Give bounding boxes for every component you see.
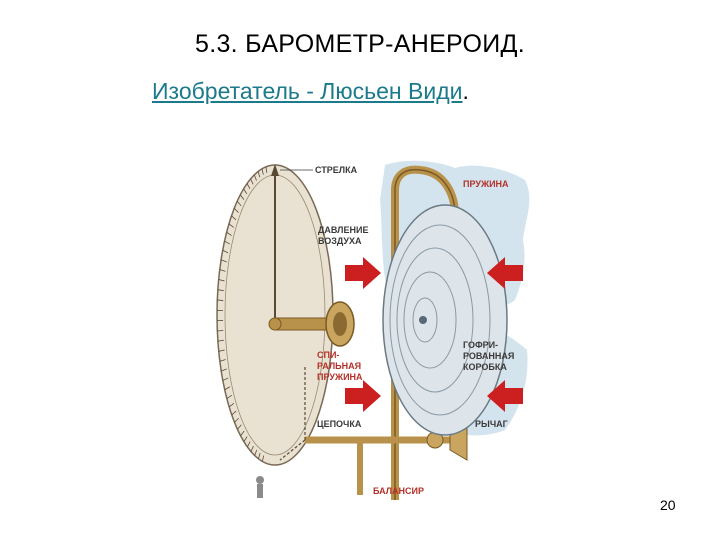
needle bbox=[271, 164, 279, 325]
aneroid-illustration: СТРЕЛКА ПРУЖИНА ДАВЛЕНИЕ ВОЗДУХА СПИ- РА… bbox=[216, 160, 530, 500]
dial-tick bbox=[217, 289, 224, 292]
label-air-pressure-2: ВОЗДУХА bbox=[318, 236, 362, 246]
label-spiral-3: ПРУЖИНА bbox=[317, 372, 363, 382]
chain bbox=[279, 365, 306, 461]
label-box-2: РОВАННАЯ bbox=[463, 351, 514, 361]
dial-tick bbox=[231, 215, 237, 221]
dial-tick bbox=[246, 183, 251, 190]
spindle-gear bbox=[268, 301, 355, 347]
dial-ticks bbox=[217, 166, 268, 462]
dial-tick bbox=[261, 455, 265, 462]
dial-tick bbox=[221, 368, 227, 372]
dial-tick bbox=[258, 452, 261, 459]
dial-tick bbox=[219, 359, 226, 362]
page-number: 20 bbox=[660, 497, 676, 513]
dial-tick bbox=[250, 178, 254, 185]
dial-tick bbox=[240, 430, 245, 437]
dial-tick bbox=[224, 240, 230, 245]
inventor-link[interactable]: Изобретатель - Люсьен Види bbox=[152, 78, 463, 104]
dial-tick bbox=[243, 436, 248, 442]
arrow-lower-right bbox=[487, 380, 523, 412]
dial-tick bbox=[217, 299, 224, 301]
dial-tick bbox=[217, 329, 224, 332]
dial-tick bbox=[243, 188, 248, 195]
dial-tick bbox=[254, 449, 258, 456]
subtitle-period: . bbox=[462, 78, 469, 104]
dial-tick bbox=[237, 424, 242, 430]
dial-tick bbox=[219, 269, 226, 272]
label-spiral-1: СПИ- bbox=[317, 350, 339, 360]
slide-subtitle: Изобретатель - Люсьен Види. bbox=[152, 78, 469, 105]
diagram-labels: СТРЕЛКА ПРУЖИНА ДАВЛЕНИЕ ВОЗДУХА СПИ- РА… bbox=[280, 165, 514, 496]
label-box-1: ГОФРИ- bbox=[463, 340, 498, 350]
human-figure bbox=[256, 476, 264, 498]
dial-tick bbox=[236, 200, 242, 207]
label-spiral-2: РАЛЬНАЯ bbox=[317, 361, 361, 371]
dial-tick bbox=[233, 207, 239, 213]
dial-tick bbox=[250, 445, 254, 452]
label-lever: РЫЧАГ bbox=[475, 419, 508, 429]
dial-tick bbox=[218, 349, 225, 352]
dial-tick bbox=[224, 386, 231, 391]
dial-tick bbox=[234, 417, 239, 423]
slide-title: 5.3. БАРОМЕТР-АНЕРОИД. bbox=[195, 30, 525, 58]
dial-tick bbox=[265, 166, 268, 173]
dial-tick bbox=[228, 402, 235, 408]
dial-tick bbox=[261, 168, 264, 175]
label-balance: БАЛАНСИР bbox=[373, 486, 424, 496]
dial-tick bbox=[217, 339, 224, 342]
pressure-arrows bbox=[345, 257, 523, 412]
corrugated-box bbox=[382, 204, 508, 436]
label-box-3: КОРОБКА bbox=[463, 362, 507, 372]
label-chain: ЦЕПОЧКА bbox=[317, 419, 362, 429]
aneroid-barometer-diagram: СТРЕЛКА ПРУЖИНА ДАВЛЕНИЕ ВОЗДУХА СПИ- РА… bbox=[205, 150, 535, 510]
label-needle: СТРЕЛКА bbox=[315, 165, 358, 175]
dial-tick bbox=[253, 174, 257, 181]
dial-tick bbox=[218, 279, 225, 282]
dial-tick bbox=[226, 394, 233, 399]
dial-tick bbox=[222, 377, 229, 381]
dial-tick bbox=[220, 259, 227, 263]
dial-tick bbox=[226, 231, 232, 236]
label-spring: ПРУЖИНА bbox=[463, 179, 509, 189]
dial-tick bbox=[240, 194, 245, 200]
dial-tick bbox=[247, 441, 251, 448]
label-air-pressure-1: ДАВЛЕНИЕ bbox=[318, 225, 368, 235]
arrow-upper-left bbox=[345, 257, 381, 289]
dial-tick bbox=[228, 223, 234, 228]
dial-tick bbox=[222, 249, 229, 254]
dial-tick bbox=[257, 171, 261, 178]
dial-tick bbox=[231, 410, 237, 416]
arrow-upper-right bbox=[487, 257, 523, 289]
arrow-lower-left bbox=[345, 380, 381, 412]
